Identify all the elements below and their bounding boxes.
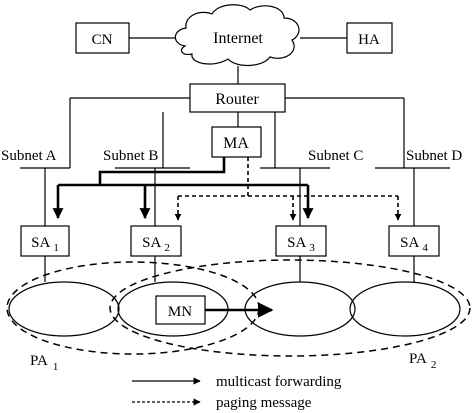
- sa2-box: [130, 225, 182, 257]
- sa4-box: [388, 225, 440, 257]
- internet-label: Internet: [213, 30, 263, 47]
- paging-area-pa1: [6, 261, 260, 355]
- subnet-a-label: Subnet A: [1, 148, 57, 164]
- ma-label: MA: [223, 135, 249, 152]
- ma-box: [211, 126, 262, 158]
- subnet-b-label: Subnet B: [103, 148, 158, 164]
- internet-cloud: [174, 4, 300, 67]
- subnet-d-label: Subnet D: [406, 148, 462, 164]
- cn-label: CN: [92, 32, 113, 48]
- paging-area-pa2: [109, 259, 471, 357]
- cell-sa4: [349, 281, 461, 337]
- legend-dashed-label: paging message: [216, 395, 312, 411]
- mn-label: MN: [168, 304, 192, 320]
- legend-solid-label: multicast forwarding: [216, 374, 342, 390]
- subnet-c-label: Subnet C: [308, 148, 363, 164]
- sa3-box: [275, 225, 327, 257]
- sa1-box: [20, 225, 70, 257]
- mn-box: [155, 295, 206, 325]
- ha-label: HA: [358, 32, 380, 48]
- cn-box: [75, 22, 130, 54]
- router-box: [189, 83, 286, 113]
- multicast-path-upper: [98, 157, 226, 185]
- router-label: Router: [215, 91, 259, 108]
- ha-box: [346, 22, 393, 54]
- cell-sa1: [8, 281, 120, 337]
